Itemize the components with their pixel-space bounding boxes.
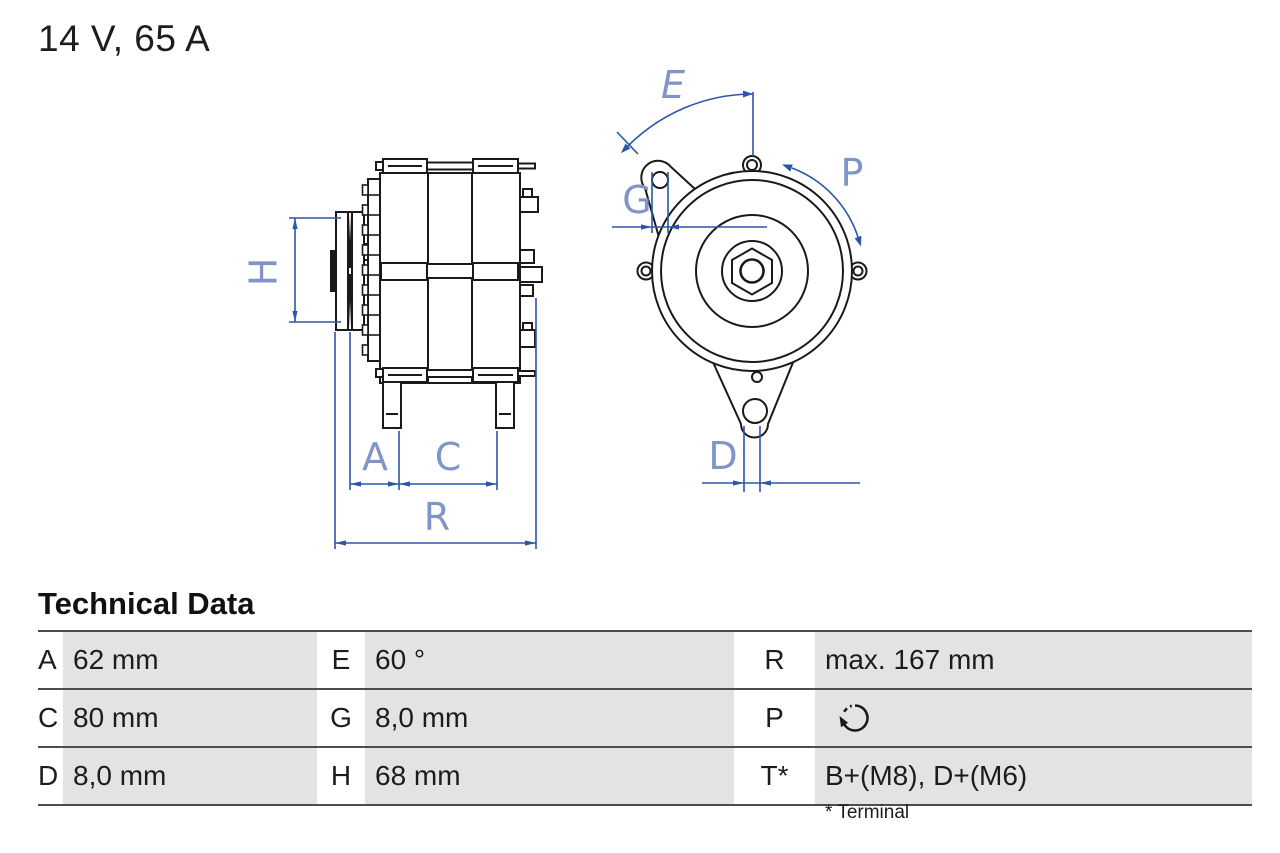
dim-key-d: D bbox=[38, 748, 63, 804]
dim-d bbox=[702, 426, 860, 492]
dim-label-e: E bbox=[661, 63, 685, 107]
dim-label-a: A bbox=[362, 435, 388, 479]
dim-value-h: 68 mm bbox=[365, 748, 734, 804]
dim-label-c: C bbox=[435, 435, 462, 479]
dim-value-e: 60 ° bbox=[365, 632, 734, 688]
dim-key-c: C bbox=[38, 690, 63, 746]
rotation-clockwise-icon bbox=[839, 704, 869, 732]
dim-h bbox=[289, 217, 341, 323]
table-row: D 8,0 mm H 68 mm T* B+(M8), D+(M6) bbox=[38, 746, 1252, 804]
dim-label-r: R bbox=[424, 495, 450, 539]
dim-p bbox=[782, 164, 862, 247]
dim-label-g: G bbox=[622, 178, 651, 222]
table-row: C 80 mm G 8,0 mm P bbox=[38, 688, 1252, 746]
dim-key-g: G bbox=[317, 690, 365, 746]
dim-r bbox=[335, 540, 536, 546]
dim-key-r: R bbox=[734, 632, 815, 688]
dim-a bbox=[350, 481, 399, 487]
dim-e bbox=[616, 90, 754, 156]
dim-value-t: B+(M8), D+(M6) bbox=[815, 748, 1252, 804]
side-view-drawing bbox=[330, 158, 543, 429]
technical-data-heading: Technical Data bbox=[38, 586, 255, 621]
dim-value-d: 8,0 mm bbox=[63, 748, 317, 804]
dim-key-a: A bbox=[38, 632, 63, 688]
technical-data-table: A 62 mm E 60 ° R max. 167 mm C 80 mm G 8… bbox=[38, 630, 1252, 806]
terminal-footnote: * Terminal bbox=[825, 802, 910, 823]
dim-c bbox=[399, 481, 497, 487]
dim-value-r: max. 167 mm bbox=[815, 632, 1252, 688]
table-row: A 62 mm E 60 ° R max. 167 mm bbox=[38, 630, 1252, 688]
dim-g bbox=[612, 172, 767, 233]
dim-label-d: D bbox=[708, 434, 737, 478]
dim-label-h: H bbox=[242, 258, 286, 287]
dim-key-h: H bbox=[317, 748, 365, 804]
front-view-drawing bbox=[636, 155, 868, 439]
alternator-diagrams: H A C R E G P D bbox=[242, 63, 868, 549]
dim-value-a: 62 mm bbox=[63, 632, 317, 688]
dim-key-t: T* bbox=[734, 748, 815, 804]
dim-value-g: 8,0 mm bbox=[365, 690, 734, 746]
dim-label-p: P bbox=[841, 151, 864, 195]
dim-value-c: 80 mm bbox=[63, 690, 317, 746]
rating-title: 14 V, 65 A bbox=[38, 18, 211, 59]
dim-value-p bbox=[815, 690, 1252, 746]
dim-key-p: P bbox=[734, 690, 815, 746]
dim-key-e: E bbox=[317, 632, 365, 688]
